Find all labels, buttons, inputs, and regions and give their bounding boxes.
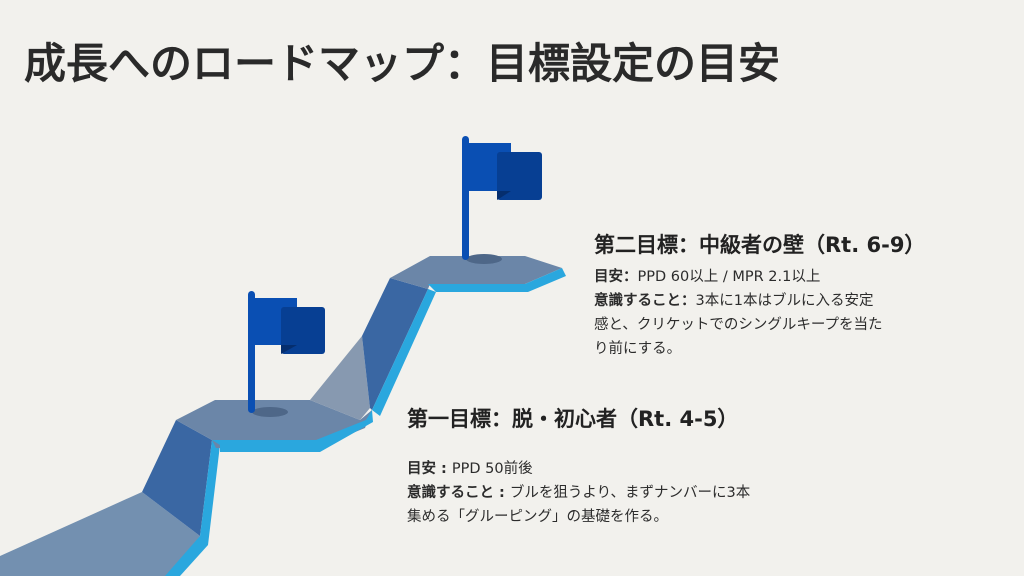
- goal-2-text-block: 第二目標：中級者の壁（Rt. 6-9） 目安：PPD 60以上 / MPR 2.…: [594, 229, 925, 361]
- goal-2-target-label: 目安：: [594, 269, 638, 285]
- first-platform: [176, 400, 372, 448]
- goal-1-target-value: PPD 50前後: [451, 461, 533, 477]
- goal-2-heading: 第二目標：中級者の壁（Rt. 6-9）: [594, 233, 926, 257]
- edge-highlight-2: [212, 410, 373, 452]
- second-platform: [390, 256, 562, 289]
- flag-icon: [248, 291, 325, 417]
- second-riser-dark: [362, 278, 428, 410]
- flag-icon: [462, 136, 542, 264]
- goal-1-text-block: 第一目標：脱・初心者（Rt. 4-5） 目安 : PPD 50前後 意識すること…: [407, 403, 750, 529]
- edge-highlight-3: [372, 289, 436, 416]
- lower-ramp: [0, 492, 200, 576]
- goal-1-focus: 意識すること : ブルを狙うより、まずナンバーに3本: [407, 481, 750, 505]
- goal-2-focus-line-2: 感と、クリケットでのシングルキープを当た: [594, 317, 883, 333]
- edge-highlight-1: [165, 440, 220, 576]
- goal-2-focus-label: 意識すること：: [594, 293, 696, 309]
- goal-1-focus-line-2: 集める「グルーピング」の基礎を作る。: [407, 509, 668, 525]
- goal-2-target-value: PPD 60以上 / MPR 2.1以上: [637, 269, 821, 285]
- goal-1-focus-line-1: ブルを狙うより、まずナンバーに3本: [509, 485, 751, 501]
- first-riser: [142, 420, 212, 536]
- goal-2-target: 目安：PPD 60以上 / MPR 2.1以上: [594, 265, 925, 289]
- goal-1-target-label: 目安 :: [407, 461, 452, 477]
- goal-1-focus-label: 意識すること :: [407, 485, 510, 501]
- goal-2-focus: 意識すること：3本に1本はブルに入る安定: [594, 289, 925, 313]
- goal-1-heading: 第一目標：脱・初心者（Rt. 4-5）: [407, 407, 739, 431]
- edge-highlight-4: [428, 268, 566, 292]
- goal-1-target: 目安 : PPD 50前後: [407, 457, 750, 481]
- goal-2-focus-line-3: り前にする。: [594, 341, 682, 357]
- page-title: 成長へのロードマップ：目標設定の目安: [24, 39, 781, 88]
- second-riser-light: [310, 336, 370, 420]
- goal-2-focus-line-1: 3本に1本はブルに入る安定: [695, 293, 874, 309]
